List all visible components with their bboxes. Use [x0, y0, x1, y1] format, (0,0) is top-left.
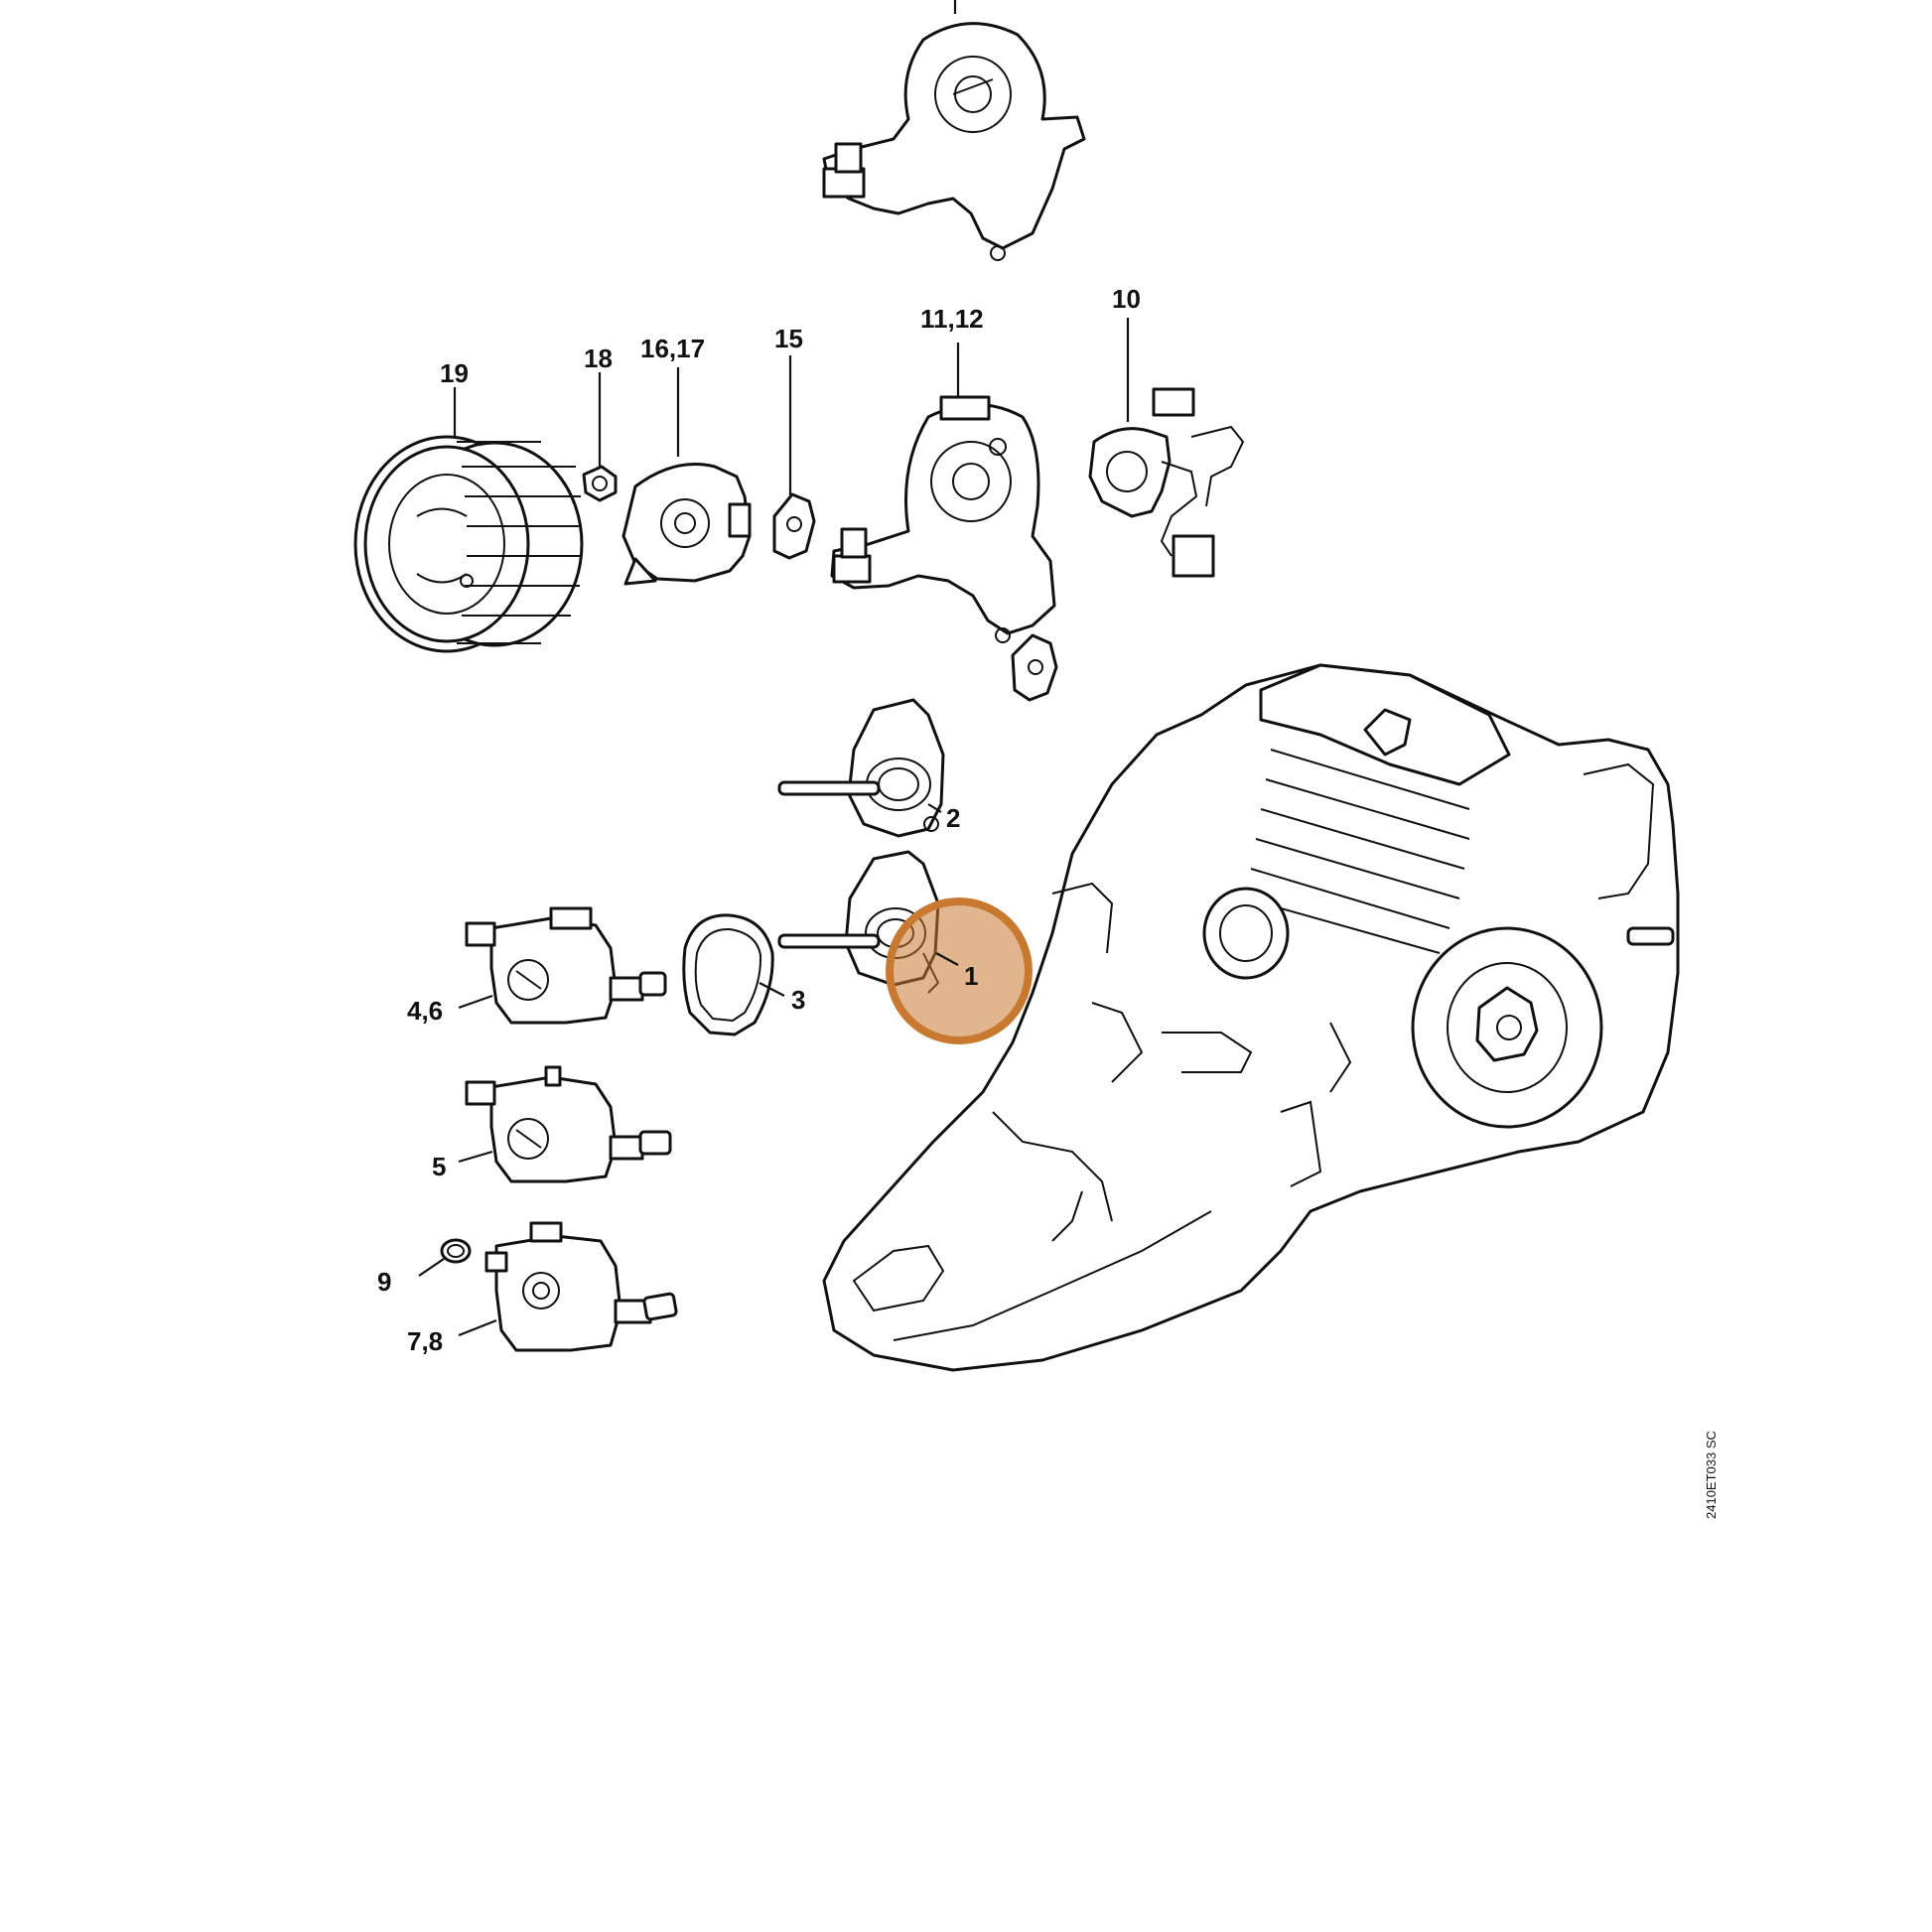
carburetor-5 — [465, 1065, 672, 1183]
flange-11-12 — [830, 395, 1056, 643]
o-ring-9 — [440, 1238, 472, 1264]
top-flange-part — [822, 0, 1086, 261]
nut-18 — [582, 465, 618, 502]
grommet-15 — [772, 492, 816, 560]
gasket-3 — [682, 913, 774, 1036]
label-11-12: 11,12 — [920, 304, 984, 334]
highlight-circle — [886, 897, 1033, 1044]
air-filter-19 — [353, 435, 584, 653]
part-labels: 19 18 16,17 15 11,12 10 2 1 3 4,6 5 9 7,… — [377, 284, 1141, 1356]
label-7-8: 7,8 — [407, 1326, 443, 1356]
label-15: 15 — [774, 324, 803, 353]
manifold-2 — [777, 698, 945, 838]
grommet-lower — [1011, 633, 1058, 702]
label-18: 18 — [584, 344, 613, 373]
carburetor-4-6 — [465, 906, 667, 1025]
label-4-6: 4,6 — [407, 996, 443, 1026]
label-10: 10 — [1112, 284, 1141, 314]
drawing-code: 2410ET033 SC — [1704, 1431, 1719, 1519]
label-16-17: 16,17 — [640, 334, 705, 363]
label-3: 3 — [791, 985, 805, 1015]
label-1: 1 — [964, 961, 978, 991]
carburetor-7-8 — [484, 1221, 678, 1352]
label-5: 5 — [432, 1152, 446, 1181]
label-19: 19 — [440, 358, 469, 388]
engine-housing — [822, 663, 1680, 1372]
heat-shield-10 — [1088, 387, 1245, 578]
leader-lines — [418, 318, 1130, 1337]
bracket-16-17 — [621, 463, 752, 586]
label-9: 9 — [377, 1267, 391, 1297]
label-2: 2 — [946, 803, 960, 833]
